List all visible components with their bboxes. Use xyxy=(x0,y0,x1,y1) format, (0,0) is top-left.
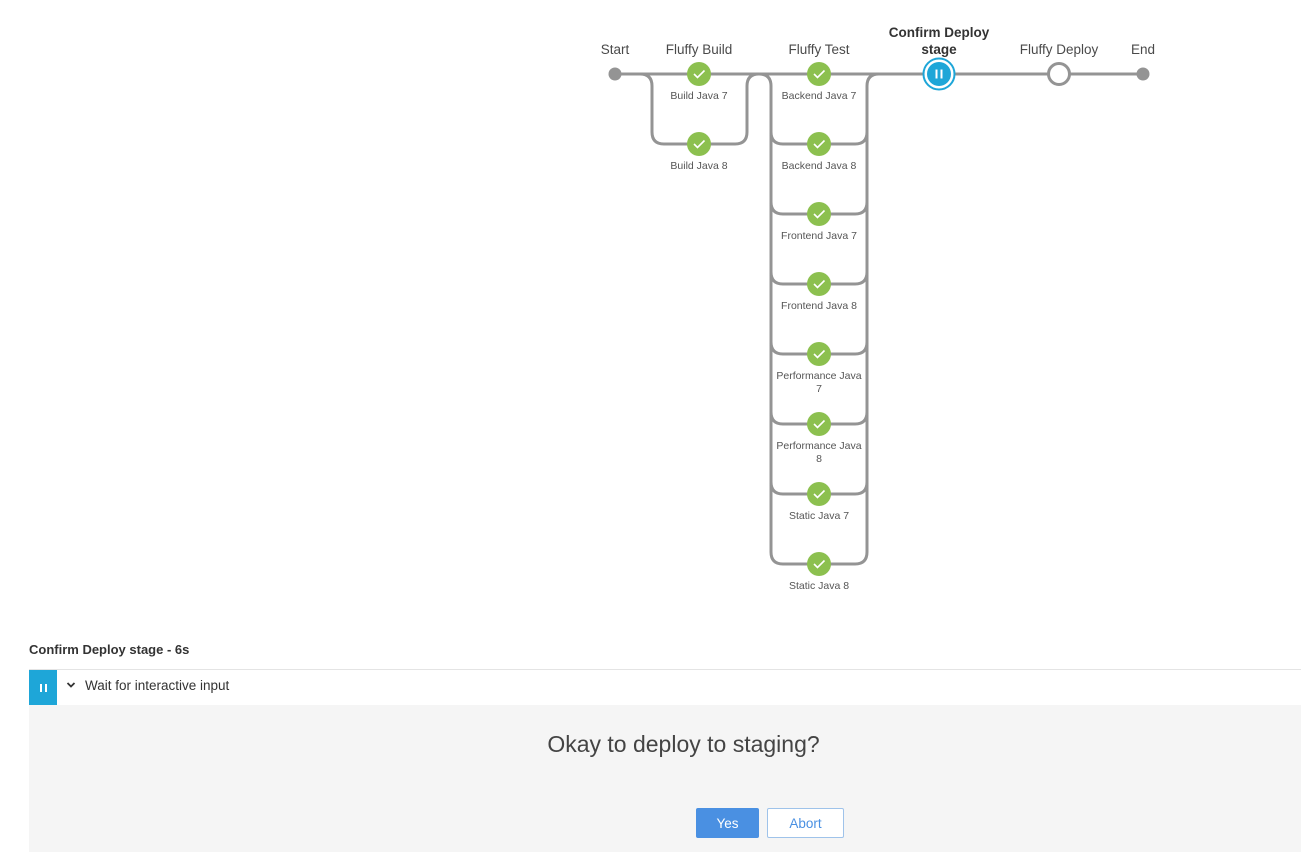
pipeline-graph: Start Fluffy Build Fluffy Test Confirm D… xyxy=(601,25,1155,592)
success-nodes: Build Java 7 Build Java 8 Backend Java 7 Ba… xyxy=(670,62,862,592)
node-frontend-java-8[interactable]: Frontend Java 8 xyxy=(781,272,857,312)
success-node-circle xyxy=(807,62,831,86)
success-node-circle xyxy=(687,62,711,86)
node-label: Static Java 8 xyxy=(789,580,849,592)
stage-title-fluffy-deploy: Fluffy Deploy xyxy=(1020,42,1099,57)
node-backend-java-8[interactable]: Backend Java 8 xyxy=(782,132,857,172)
step-row[interactable]: Wait for interactive input xyxy=(29,669,1301,706)
node-static-java-8[interactable]: Static Java 8 xyxy=(789,552,849,592)
check-icon xyxy=(813,349,826,359)
check-icon xyxy=(693,139,706,149)
pause-icon xyxy=(935,69,943,79)
success-node-circle xyxy=(807,272,831,296)
success-node-circle xyxy=(687,132,711,156)
node-label: Build Java 7 xyxy=(670,90,727,102)
chevron-down-icon[interactable] xyxy=(66,680,76,690)
check-icon xyxy=(813,489,826,499)
input-prompt: Okay to deploy to staging? xyxy=(547,731,820,757)
node-label: Build Java 8 xyxy=(670,160,727,172)
stage-title-end: End xyxy=(1131,42,1155,57)
check-icon xyxy=(693,69,706,79)
check-icon xyxy=(813,139,826,149)
node-label: Static Java 7 xyxy=(789,510,849,522)
input-panel: Okay to deploy to staging? Yes Abort xyxy=(29,705,1301,852)
check-icon xyxy=(813,69,826,79)
node-backend-java-7[interactable]: Backend Java 7 xyxy=(782,62,857,102)
node-frontend-java-7[interactable]: Frontend Java 7 xyxy=(781,202,857,242)
success-node-circle xyxy=(807,552,831,576)
stage-title-fluffy-build: Fluffy Build xyxy=(666,42,733,57)
success-node-circle xyxy=(807,482,831,506)
success-node-circle xyxy=(807,132,831,156)
node-build-java-7[interactable]: Build Java 7 xyxy=(670,62,728,102)
success-node-circle xyxy=(807,412,831,436)
confirm-deploy-node[interactable] xyxy=(922,57,956,91)
fluffy-deploy-node[interactable] xyxy=(1047,62,1071,86)
step-section-title: Confirm Deploy stage - 6s xyxy=(29,642,190,657)
node-label: Frontend Java 7 xyxy=(781,230,857,242)
stage-title-start: Start xyxy=(601,42,630,57)
paused-status-icon xyxy=(29,670,57,705)
check-icon xyxy=(813,559,826,569)
success-node-circle xyxy=(807,342,831,366)
end-node xyxy=(1136,67,1150,81)
check-icon xyxy=(813,279,826,289)
abort-button[interactable]: Abort xyxy=(767,808,844,838)
stage-title-fluffy-test: Fluffy Test xyxy=(788,42,849,57)
node-label: Frontend Java 8 xyxy=(781,300,857,312)
yes-button[interactable]: Yes xyxy=(696,808,759,838)
step-label: Wait for interactive input xyxy=(85,678,230,693)
node-build-java-8[interactable]: Build Java 8 xyxy=(670,132,728,172)
success-node-circle xyxy=(807,202,831,226)
node-static-java-7[interactable]: Static Java 7 xyxy=(789,482,849,522)
node-label: Backend Java 7 xyxy=(782,90,857,102)
node-label: Backend Java 8 xyxy=(782,160,857,172)
check-icon xyxy=(813,419,826,429)
start-node xyxy=(608,67,622,81)
check-icon xyxy=(813,209,826,219)
